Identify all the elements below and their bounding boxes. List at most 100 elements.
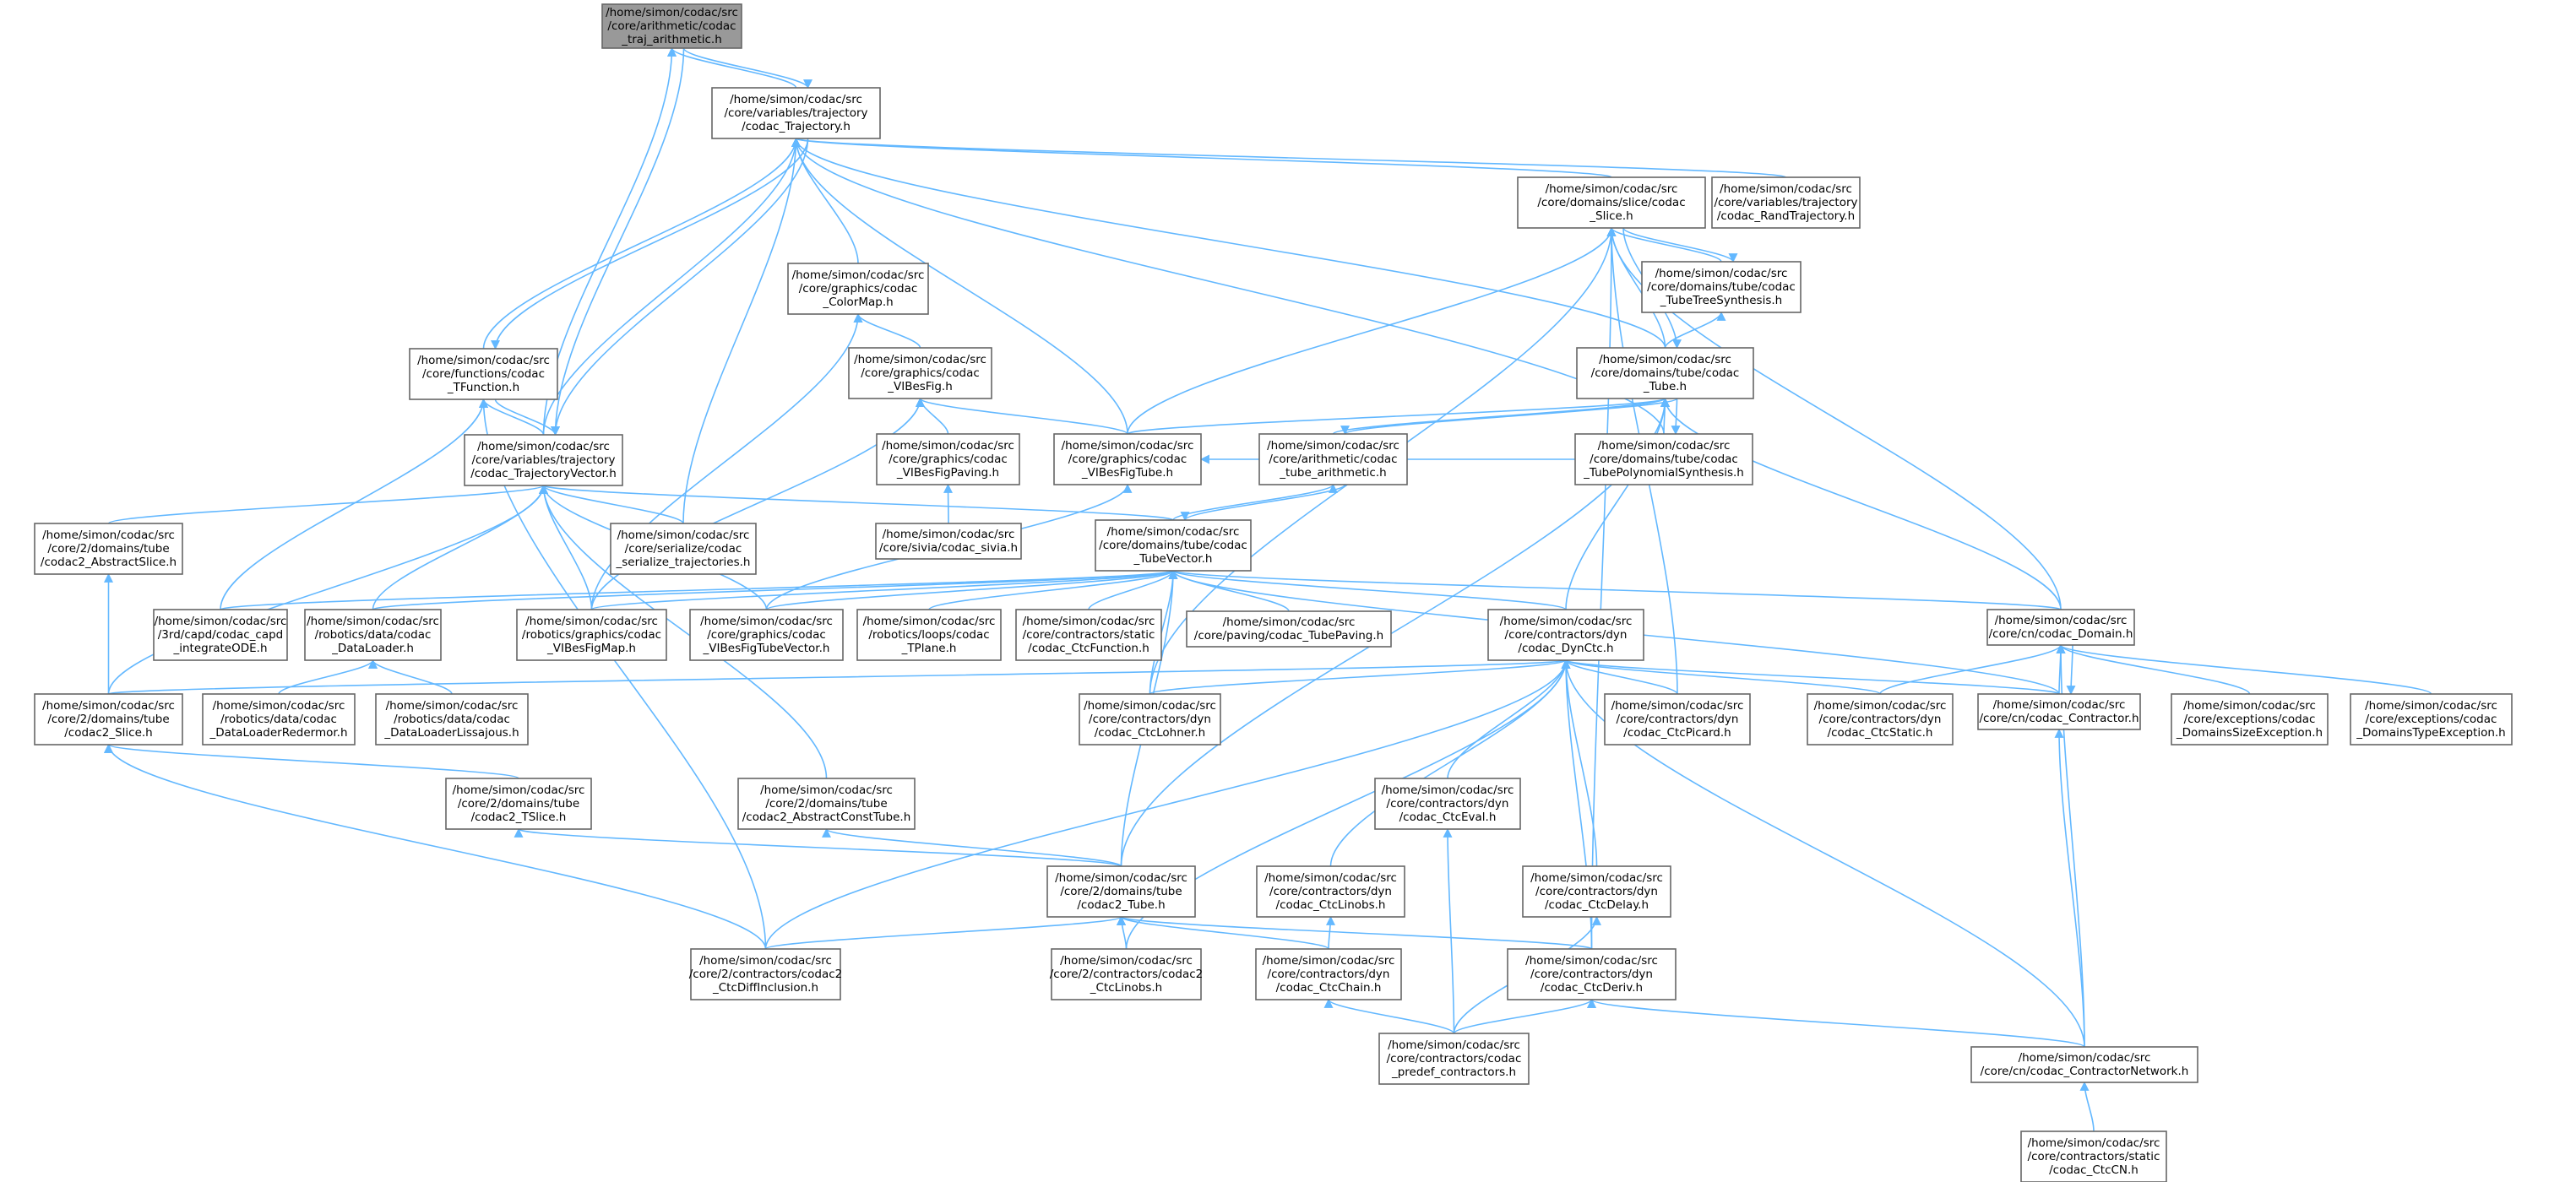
node-label-line: /robotics/graphics/codac	[522, 628, 661, 642]
node-label-line: /home/simon/codac/src	[2019, 1051, 2151, 1065]
header-node-box[interactable]: /home/simon/codac/src/core/contractors/d…	[1256, 865, 1405, 918]
node-label-line: /codac_DynCtc.h	[1518, 642, 1613, 655]
node-label-line: /home/simon/codac/src	[882, 439, 1014, 453]
header-node-box[interactable]: /home/simon/codac/src/core/domains/tube/…	[1576, 347, 1754, 399]
dependency-edge	[368, 659, 453, 695]
header-node-box[interactable]: /home/simon/codac/src/core/2/domains/tub…	[737, 778, 916, 830]
node-label-line: /core/variables/trajectory	[724, 106, 867, 120]
header-node-box[interactable]: /home/simon/codac/src/core/cn/codac_Cont…	[1970, 1046, 2198, 1083]
header-node-box[interactable]: /home/simon/codac/src/core/domains/tube/…	[1574, 433, 1753, 485]
header-node-box[interactable]: /home/simon/codac/src/core/contractors/c…	[1378, 1033, 1530, 1085]
node-label-line: _tube_arithmetic.h	[1279, 466, 1386, 480]
node-rect	[601, 3, 742, 49]
header-node-box[interactable]: /home/simon/codac/src/core/2/domains/tub…	[445, 778, 592, 830]
dependency-edge	[791, 137, 1128, 435]
node-label-line: /home/simon/codac/src	[1264, 871, 1397, 885]
header-node-box[interactable]: /home/simon/codac/src/core/contractors/d…	[1255, 948, 1402, 1000]
header-node-box[interactable]: /home/simon/codac/src/core/graphics/coda…	[1053, 433, 1202, 485]
node-label-line: /core/contractors/dyn	[1505, 628, 1628, 642]
dependency-edge	[1453, 998, 1596, 1034]
node-label-line: /codac2_Tube.h	[1077, 898, 1165, 912]
dependency-edge	[1565, 397, 1670, 610]
node-label-line: /home/simon/codac/src	[1062, 439, 1194, 453]
dependency-edge	[1879, 643, 2066, 695]
node-label-line: /home/simon/codac/src	[42, 529, 175, 542]
dependency-edge	[491, 138, 809, 350]
header-node-box[interactable]: /home/simon/codac/src/core/exceptions/co…	[2171, 693, 2329, 746]
header-node-box[interactable]: /home/simon/codac/src/core/contractors/d…	[1487, 609, 1644, 661]
node-label-line: /codac_CtcPicard.h	[1623, 726, 1731, 740]
header-node-box[interactable]: /home/simon/codac/src/robotics/graphics/…	[516, 609, 667, 661]
header-node-box[interactable]: /home/simon/codac/src/core/2/contractors…	[689, 948, 842, 1000]
header-node-box[interactable]: /home/simon/codac/src/core/contractors/d…	[1079, 693, 1221, 746]
node-label-line: /home/simon/codac/src	[699, 954, 832, 968]
node-rect	[1378, 1033, 1530, 1085]
node-rect	[610, 523, 757, 575]
header-node-box[interactable]: /home/simon/codac/src/core/contractors/s…	[2020, 1130, 2167, 1182]
dependency-edge	[1671, 398, 1681, 436]
node-rect	[1604, 693, 1751, 746]
node-label-line: /home/simon/codac/src	[1055, 871, 1187, 885]
header-node-box[interactable]: /home/simon/codac/src/core/cn/codac_Doma…	[1986, 609, 2135, 646]
header-node-box[interactable]: /home/simon/codac/src/core/2/domains/tub…	[34, 523, 183, 575]
header-node-box[interactable]: /home/simon/codac/src/core/contractors/d…	[1507, 948, 1677, 1000]
header-node-box[interactable]: /home/simon/codac/src/core/cn/codac_Cont…	[1977, 693, 2141, 730]
node-label-line: /home/simon/codac/src	[1814, 699, 1947, 713]
header-node-box[interactable]: /home/simon/codac/src/3rd/capd/codac_cap…	[153, 609, 288, 661]
header-node-box[interactable]: /home/simon/codac/src/core/domains/tube/…	[1641, 261, 1802, 313]
dependency-edge	[514, 827, 1122, 867]
node-label-line: /core/domains/slice/codac	[1537, 196, 1685, 209]
node-label-line: _serialize_trajectories.h	[616, 556, 751, 569]
header-node-box[interactable]: /home/simon/codac/src/core/contractors/d…	[1522, 865, 1671, 918]
header-node-box[interactable]: /home/simon/codac/src/core/domains/tube/…	[1095, 519, 1252, 572]
header-node-box[interactable]: /home/simon/codac/src/core/variables/tra…	[464, 434, 623, 486]
header-node-box[interactable]: /home/simon/codac/src/core/exceptions/co…	[2350, 693, 2513, 746]
dependency-edge	[764, 915, 1126, 950]
dependency-edge	[1587, 998, 2085, 1048]
node-label-line: /codac_CtcDelay.h	[1545, 898, 1649, 912]
header-node-box[interactable]: /home/simon/codac/src/core/contractors/d…	[1374, 778, 1521, 830]
header-node-box[interactable]: /home/simon/codac/src/core/2/domains/tub…	[34, 693, 183, 746]
dependency-edge	[590, 397, 925, 610]
header-node-box[interactable]: /home/simon/codac/src/core/2/contractors…	[1050, 948, 1203, 1000]
node-rect	[1517, 176, 1706, 229]
node-label-line: /home/simon/codac/src	[606, 6, 738, 19]
dependency-edge	[682, 137, 801, 524]
dependency-edge	[1561, 659, 1598, 867]
header-node-box[interactable]: /home/simon/codac/src/core/graphics/coda…	[848, 347, 992, 399]
header-node-box[interactable]: /home/simon/codac/src/core/arithmetic/co…	[1258, 433, 1408, 485]
header-node-box[interactable]: /home/simon/codac/src/core/variables/tra…	[711, 87, 881, 139]
header-node-box[interactable]: /home/simon/codac/src/core/sivia/codac_s…	[875, 523, 1022, 560]
header-node-box[interactable]: /home/simon/codac/src/core/graphics/coda…	[876, 433, 1020, 485]
header-node-box[interactable]: /home/simon/codac/src/core/contractors/d…	[1604, 693, 1751, 746]
node-label-line: /core/contractors/static	[1023, 628, 1155, 642]
header-node-box[interactable]: /home/simon/codac/src/core/domains/slice…	[1517, 176, 1706, 229]
header-node-box[interactable]: /home/simon/codac/src/core/serialize/cod…	[610, 523, 757, 575]
header-node-box[interactable]: /home/simon/codac/src/core/paving/codac_…	[1186, 610, 1392, 648]
header-node-box[interactable]: /home/simon/codac/src/core/contractors/d…	[1807, 693, 1954, 746]
header-node-box[interactable]: /home/simon/codac/src/core/functions/cod…	[409, 348, 558, 400]
header-node-box[interactable]: /home/simon/codac/src/core/2/domains/tub…	[1046, 865, 1196, 918]
header-node-box[interactable]: /home/simon/codac/src/robotics/data/coda…	[304, 609, 442, 661]
node-label-line: /core/contractors/dyn	[1269, 885, 1392, 898]
header-node-box[interactable]: /home/simon/codac/src/robotics/data/coda…	[375, 693, 529, 746]
header-node-box[interactable]: /home/simon/codac/src/core/graphics/coda…	[787, 263, 929, 315]
node-label-line: /home/simon/codac/src	[1023, 615, 1155, 628]
header-node-box[interactable]: /home/simon/codac/src/core/variables/tra…	[1711, 176, 1861, 229]
node-label-line: _TubeTreeSynthesis.h	[1660, 294, 1782, 307]
node-label-line: _CtcDiffInclusion.h	[712, 981, 818, 995]
root-node-box[interactable]: /home/simon/codac/src/core/arithmetic/co…	[601, 3, 742, 49]
header-node-box[interactable]: /home/simon/codac/src/core/contractors/s…	[1015, 609, 1162, 661]
node-label-line: /home/simon/codac/src	[700, 615, 833, 628]
header-node-box[interactable]: /home/simon/codac/src/robotics/data/coda…	[202, 693, 356, 746]
node-rect	[1576, 347, 1754, 399]
node-label-line: /home/simon/codac/src	[863, 615, 996, 628]
header-node-box[interactable]: /home/simon/codac/src/core/graphics/coda…	[689, 609, 844, 661]
dependency-edge	[590, 312, 863, 610]
node-label-line: /home/simon/codac/src	[42, 699, 175, 713]
node-label-line: /robotics/data/codac	[394, 713, 510, 726]
header-node-box[interactable]: /home/simon/codac/src/robotics/loops/cod…	[856, 609, 1002, 661]
node-rect	[1046, 865, 1196, 918]
node-label-line: /home/simon/codac/src	[307, 615, 439, 628]
